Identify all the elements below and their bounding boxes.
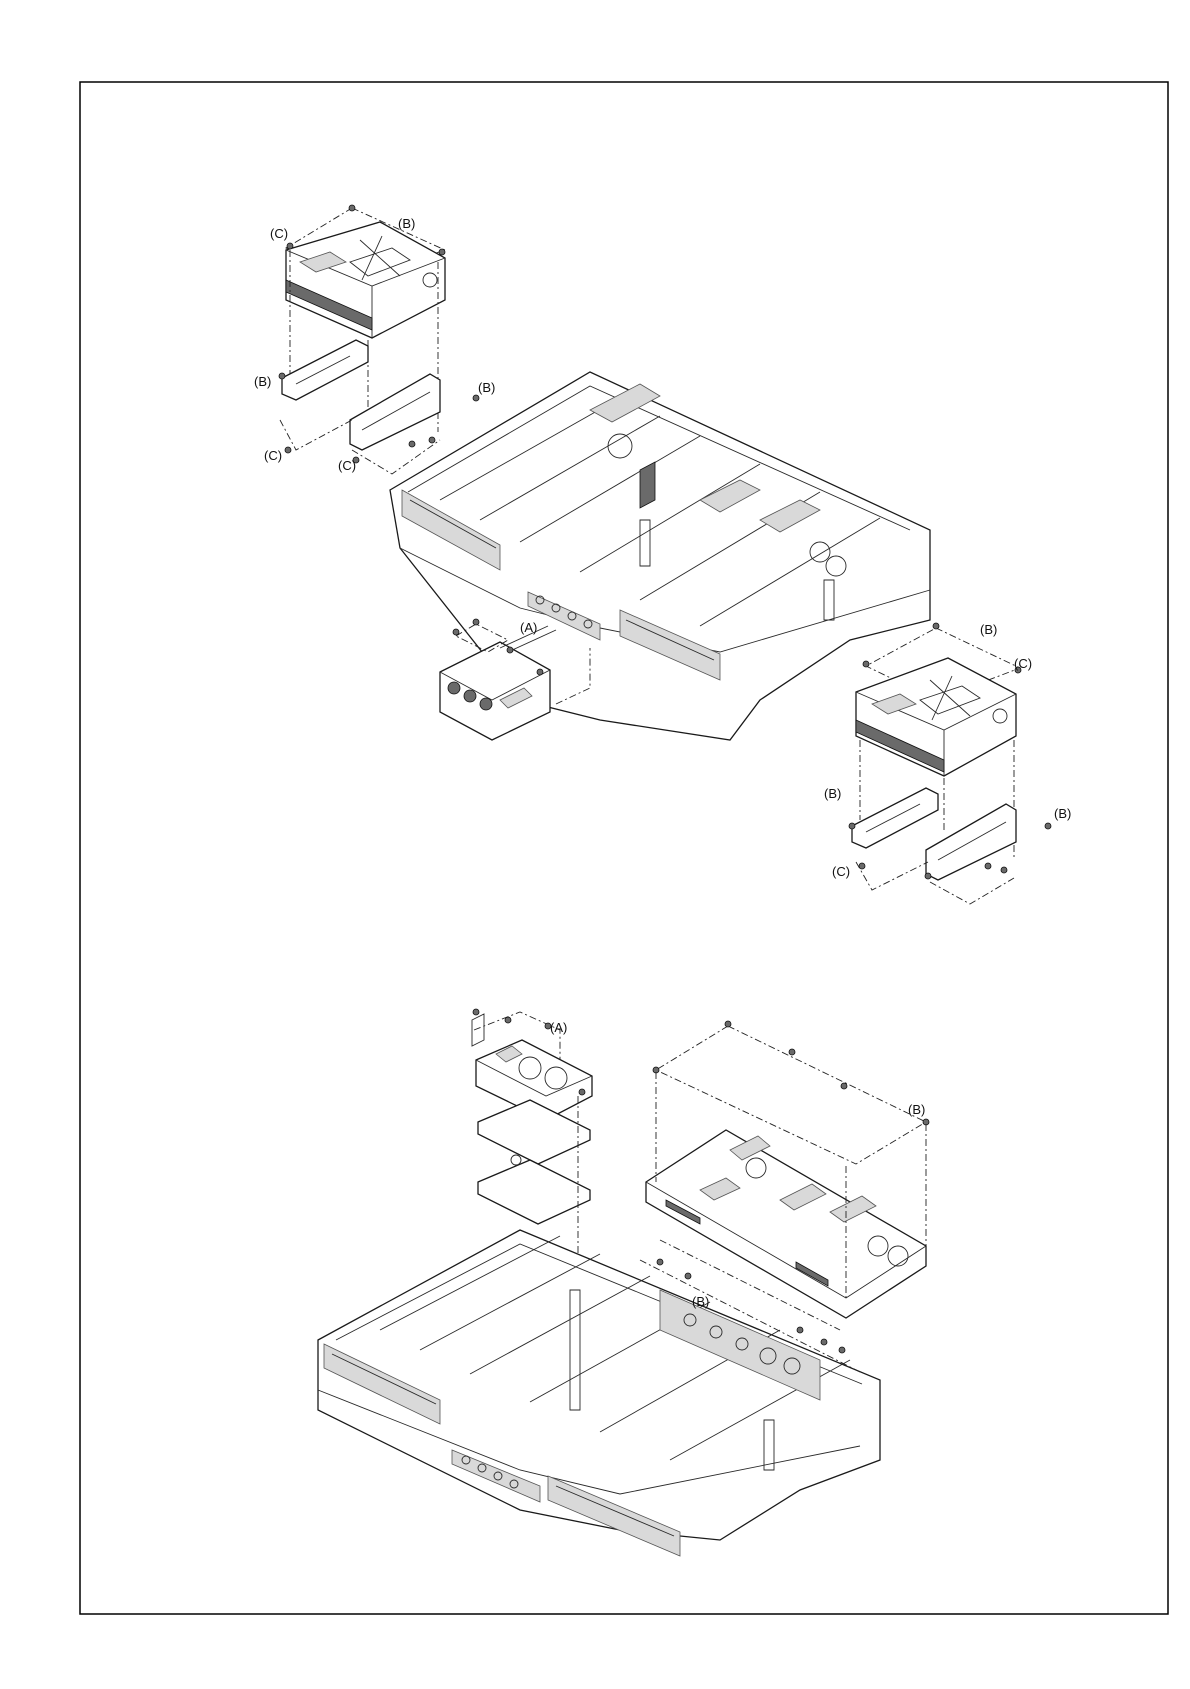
label-b-right-lower-right: (B): [1054, 806, 1071, 821]
label-c-mid-bottom: (C): [338, 458, 356, 473]
label-c-right-mech: (C): [1014, 656, 1032, 671]
label-c-left-bottom: (C): [264, 448, 282, 463]
label-a-jack-board: (A): [520, 620, 537, 635]
upper-right-brackets: [849, 788, 1051, 904]
label-b-left-bracket: (B): [254, 374, 271, 389]
label-b-right-lower-left: (B): [824, 786, 841, 801]
label-b-right-mech: (B): [980, 622, 997, 637]
label-b-top: (B): [398, 216, 415, 231]
label-a-power-board: (A): [550, 1020, 567, 1035]
label-b-rear-panel: (B): [692, 1294, 709, 1309]
label-c-top: (C): [270, 226, 288, 241]
label-b-main-board: (B): [908, 1102, 925, 1117]
label-c-right-lower: (C): [832, 864, 850, 879]
upper-left-brackets: [279, 340, 479, 474]
label-b-right-bracket: (B): [478, 380, 495, 395]
